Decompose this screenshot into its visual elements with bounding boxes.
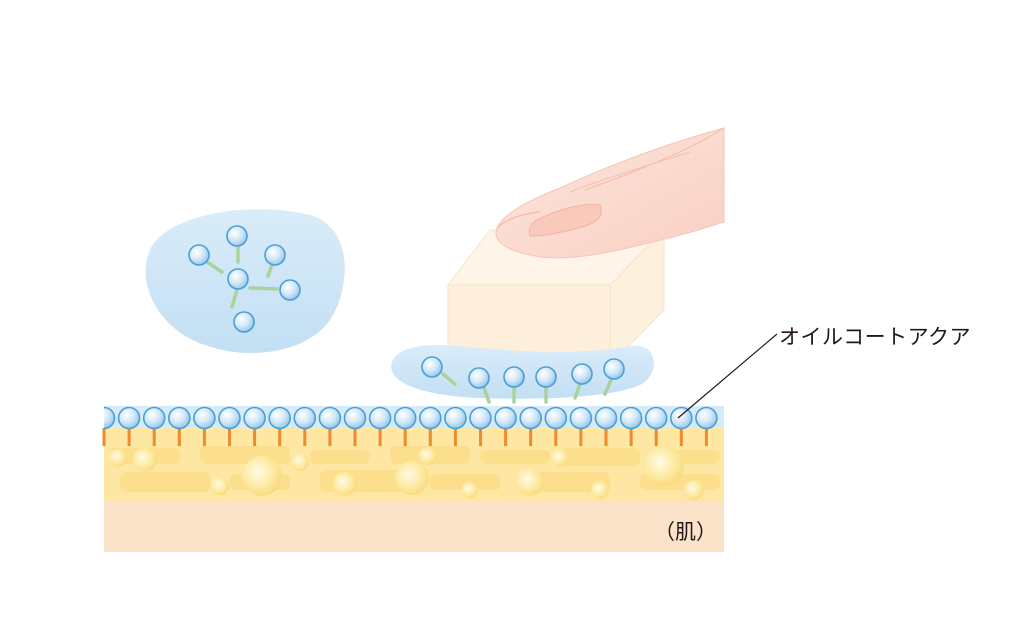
callout-leader-line [677, 333, 778, 419]
molecule-head [117, 406, 141, 430]
molecule-head [268, 406, 292, 430]
molecule-head [418, 406, 442, 430]
skin-cell-block [120, 472, 210, 492]
molecule-head [535, 366, 557, 388]
molecule-head [188, 244, 210, 266]
skin-cell-bubble [242, 456, 282, 496]
skin-cell-block [560, 448, 640, 466]
molecule-head [519, 406, 543, 430]
molecule-row [104, 406, 718, 430]
molecule-head [226, 225, 248, 247]
skin-label: （肌） [654, 520, 717, 544]
skin-cell-bubble [462, 482, 478, 498]
molecule-head [227, 268, 249, 290]
molecule-head [393, 406, 417, 430]
molecule-head [218, 406, 241, 430]
molecule-head [142, 406, 166, 430]
skin-cell-bubble [109, 449, 127, 467]
skin-cell-bubble [551, 449, 569, 467]
fingernail [528, 204, 602, 237]
molecule-head [421, 356, 443, 378]
callout-label: オイルコートアクア [779, 325, 972, 349]
molecule-head [503, 366, 525, 388]
molecule-head [603, 358, 625, 380]
molecule-head [104, 406, 116, 430]
skin-cell-bubble [684, 480, 704, 500]
molecule-head [279, 279, 301, 301]
skin-cell-bubble [333, 472, 357, 496]
skin-cell-block [200, 446, 290, 464]
molecule-head [468, 367, 490, 389]
skin-cell-bubble [291, 453, 309, 471]
molecule-head [544, 406, 568, 430]
skin-cell-bubble [211, 477, 229, 495]
skin-cell-bubble [516, 468, 544, 496]
lipophilic-tails-row [102, 428, 708, 446]
molecule-head [444, 406, 467, 430]
skin-cell-bubble [644, 446, 684, 486]
finger [495, 127, 725, 259]
skin-cell-block [430, 474, 500, 490]
molecule-head [669, 406, 693, 430]
skin-cell-bubble [395, 461, 429, 495]
molecule-head [695, 406, 718, 430]
molecule-head [264, 244, 286, 266]
molecule-head [343, 406, 367, 430]
skin-cell-bubble [133, 448, 157, 472]
molecule-head [168, 406, 191, 430]
molecule-head [318, 406, 342, 430]
cluster-molecules [188, 225, 301, 333]
molecule-head [494, 406, 517, 430]
molecule-head [619, 406, 643, 430]
molecule-head [233, 311, 255, 333]
molecule-head [368, 406, 392, 430]
molecule-head [594, 406, 618, 430]
molecule-cluster-bottom [441, 372, 613, 404]
molecule-head [644, 406, 668, 430]
bottom-cluster-molecules [421, 356, 625, 389]
skin-cell-block [480, 450, 550, 464]
molecule-head [571, 363, 593, 385]
molecule-head [193, 406, 216, 430]
molecule-head [469, 406, 492, 430]
skin-base-layer [104, 500, 724, 552]
skin-cell-bubble [419, 447, 437, 465]
molecule-head [293, 406, 317, 430]
skin-cell-bubble [591, 481, 609, 499]
skin-cells [109, 446, 720, 500]
molecule-head [569, 406, 593, 430]
molecule-head [243, 406, 266, 430]
skin-cell-block [310, 450, 370, 464]
